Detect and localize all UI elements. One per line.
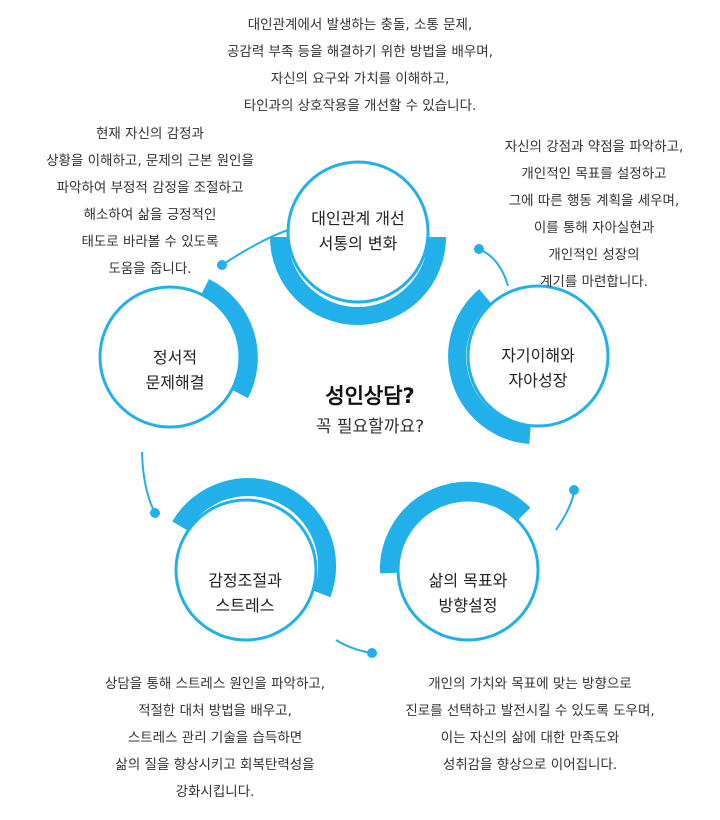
connector-dot-self [474, 244, 484, 254]
connector-self-to-goals [555, 489, 575, 531]
desc-relationship: 대인관계에서 발생하는 충돌, 소통 문제, 공감력 부족 등을 해결하기 위한… [226, 17, 494, 114]
connector-dot-stress [367, 648, 377, 658]
connector-stress-to-emotion [141, 451, 156, 514]
node-label-emotion: 정서적 문제해결 [145, 348, 205, 392]
center-subtitle: 꼭 필요할까요? [315, 417, 425, 437]
connector-goals-to-stress [335, 639, 373, 654]
node-label-stress: 감정조절과 스트레스 [208, 571, 282, 615]
node-relationship [270, 160, 446, 325]
connector-dot-emotion [150, 508, 160, 518]
connector-dot-relationship [217, 260, 227, 270]
desc-stress: 상담을 통해 스트레스 원인을 파악하고, 적절한 대처 방법을 배우고, 스트… [104, 676, 326, 800]
center-question: 성인상담? 꼭 필요할까요? [270, 380, 470, 442]
node-goals [379, 481, 540, 642]
desc-goals: 개인의 가치와 목표에 맞는 방향으로 진로를 선택하고 발전시킬 수 있도록 … [405, 676, 655, 773]
center-title: 성인상담? [325, 384, 415, 408]
node-stress [172, 477, 337, 642]
connector-dot-goals [569, 485, 579, 495]
node-label-relationship: 대인관계 개선 서통의 변화 [311, 209, 405, 253]
desc-emotion: 현재 자신의 감정과 상황을 이해하고, 문제의 근본 원인을 파악하여 부정적… [46, 126, 254, 277]
node-self [448, 284, 610, 444]
desc-self: 자신의 강점과 약점을 파악하고, 개인적인 목표를 설정하고 그에 따른 행동… [504, 139, 684, 290]
node-label-self: 자기이해와 자아성장 [501, 346, 575, 390]
node-emotion [98, 278, 258, 429]
node-label-goals: 삶의 목표와 방향설정 [428, 571, 508, 615]
connector-emotion-to-relationship [221, 229, 289, 266]
